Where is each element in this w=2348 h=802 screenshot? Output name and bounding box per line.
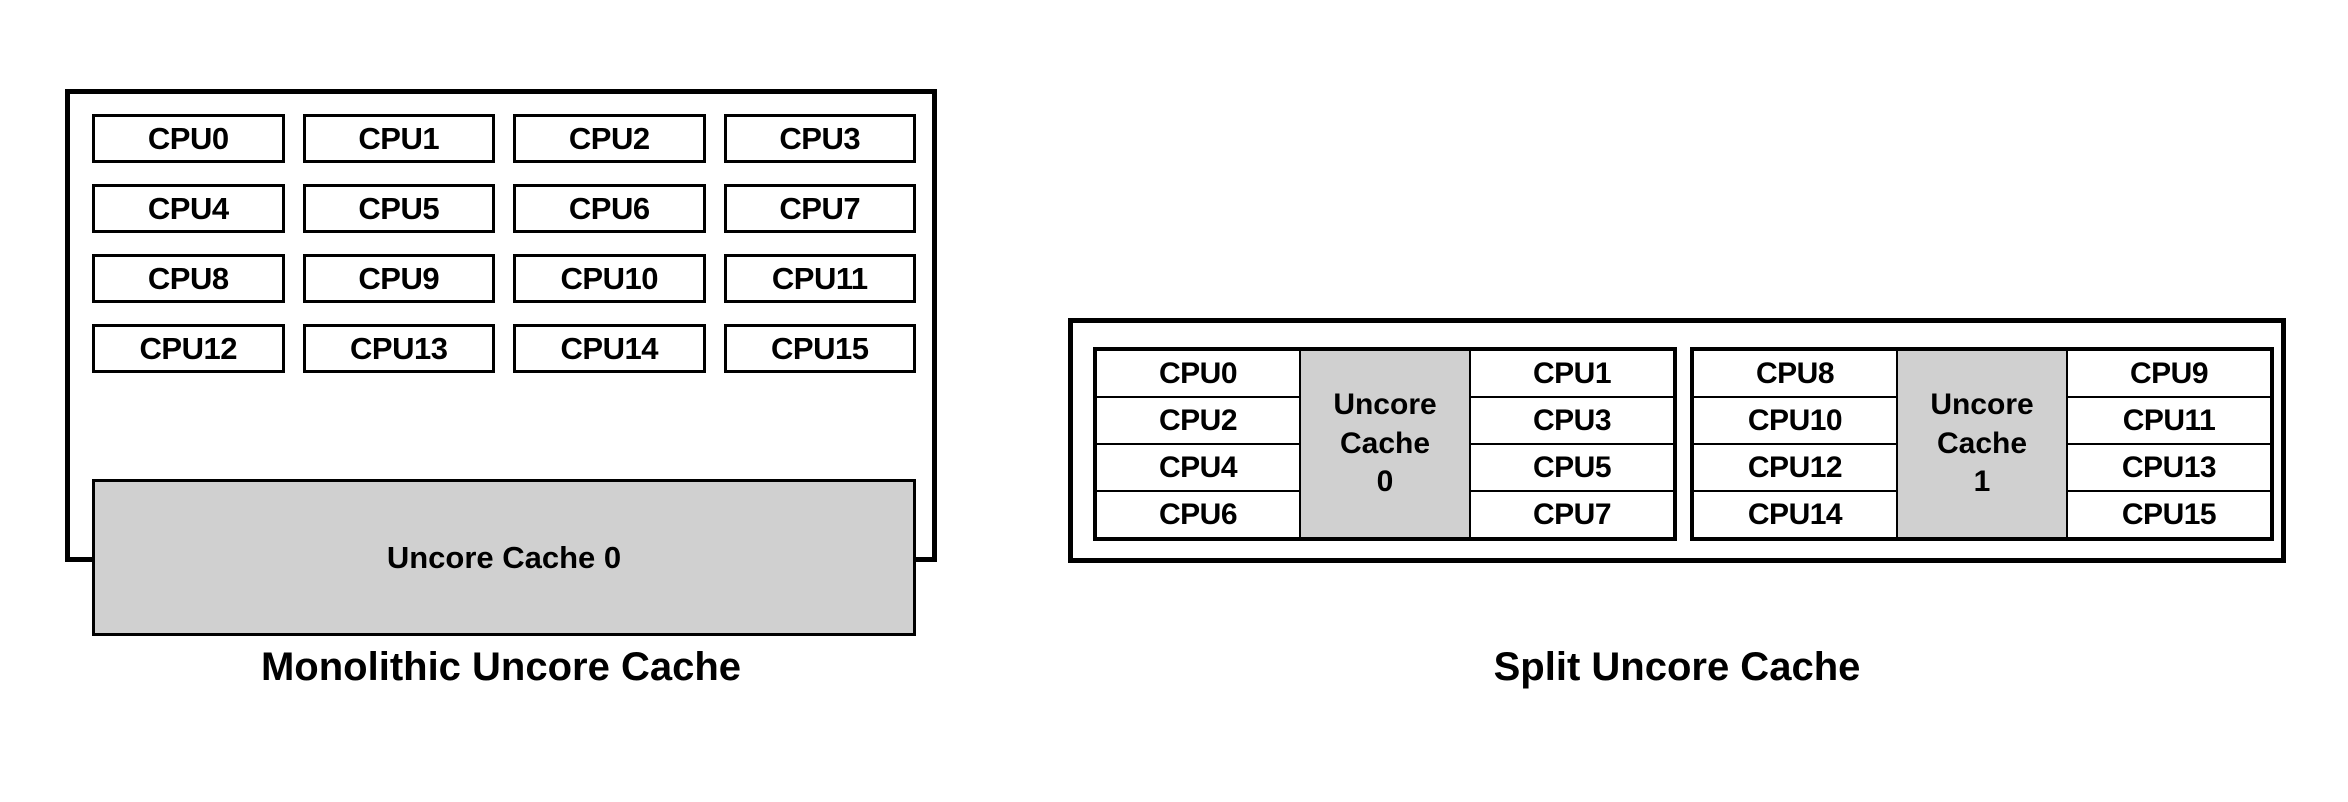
- cpu-box: CPU9: [302, 254, 495, 303]
- cpu-box: CPU6: [1095, 490, 1301, 539]
- monolithic-caption: Monolithic Uncore Cache: [260, 645, 742, 689]
- cpu-box: CPU2: [513, 114, 706, 163]
- cpu-box: CPU5: [1469, 443, 1675, 492]
- cpu-box: CPU10: [1692, 396, 1898, 445]
- cpu-box: CPU13: [2066, 443, 2272, 492]
- uncore-cache-label-line: Uncore: [1333, 388, 1437, 422]
- monolithic-cpu-grid: CPU0 CPU1 CPU2 CPU3 CPU4 CPU5 CPU6 CPU7 …: [92, 114, 916, 373]
- cpu-box: CPU1: [302, 114, 495, 163]
- split-caption: Split Uncore Cache: [1493, 645, 1861, 689]
- cpu-box: CPU3: [1469, 396, 1675, 445]
- cpu-box: CPU8: [92, 254, 285, 303]
- cpu-box: CPU2: [1095, 396, 1301, 445]
- split-group: CPU0 CPU2 CPU4 CPU6 Uncore Cache 0 CPU1 …: [1093, 347, 1677, 541]
- cpu-box: CPU4: [92, 184, 285, 233]
- split-group-left-column: CPU8 CPU10 CPU12 CPU14: [1692, 349, 1898, 539]
- uncore-cache-index: 0: [1376, 465, 1394, 499]
- uncore-cache-box: Uncore Cache 0: [92, 479, 916, 636]
- cpu-box: CPU0: [92, 114, 285, 163]
- split-group: CPU8 CPU10 CPU12 CPU14 Uncore Cache 1 CP…: [1690, 347, 2274, 541]
- uncore-cache-box: Uncore Cache 1: [1896, 349, 2068, 539]
- split-group-right-column: CPU9 CPU11 CPU13 CPU15: [2066, 349, 2272, 539]
- split-group-left-column: CPU0 CPU2 CPU4 CPU6: [1095, 349, 1301, 539]
- cpu-box: CPU14: [1692, 490, 1898, 539]
- cpu-box: CPU14: [513, 324, 706, 373]
- cpu-box: CPU7: [1469, 490, 1675, 539]
- cpu-box: CPU15: [723, 324, 916, 373]
- uncore-cache-label-line: Cache: [1936, 426, 2028, 460]
- cpu-box: CPU4: [1095, 443, 1301, 492]
- cpu-box: CPU8: [1692, 349, 1898, 398]
- cpu-box: CPU12: [1692, 443, 1898, 492]
- uncore-cache-index: 1: [1973, 465, 1991, 499]
- cpu-box: CPU1: [1469, 349, 1675, 398]
- split-uncore-panel: CPU0 CPU2 CPU4 CPU6 Uncore Cache 0 CPU1 …: [1068, 318, 2286, 563]
- cpu-box: CPU12: [92, 324, 285, 373]
- cpu-box: CPU15: [2066, 490, 2272, 539]
- cpu-box: CPU9: [2066, 349, 2272, 398]
- uncore-cache-label-line: Uncore: [1930, 388, 2034, 422]
- cpu-box: CPU13: [302, 324, 495, 373]
- cpu-box: CPU11: [723, 254, 916, 303]
- monolithic-uncore-panel: CPU0 CPU1 CPU2 CPU3 CPU4 CPU5 CPU6 CPU7 …: [65, 89, 937, 636]
- cpu-box: CPU11: [2066, 396, 2272, 445]
- cpu-box: CPU10: [513, 254, 706, 303]
- cpu-box: CPU6: [513, 184, 706, 233]
- cpu-box: CPU3: [723, 114, 916, 163]
- uncore-cache-box: Uncore Cache 0: [1299, 349, 1471, 539]
- cpu-box: CPU5: [302, 184, 495, 233]
- split-group-right-column: CPU1 CPU3 CPU5 CPU7: [1469, 349, 1675, 539]
- uncore-cache-label-line: Cache: [1339, 426, 1431, 460]
- cpu-box: CPU7: [723, 184, 916, 233]
- cpu-box: CPU0: [1095, 349, 1301, 398]
